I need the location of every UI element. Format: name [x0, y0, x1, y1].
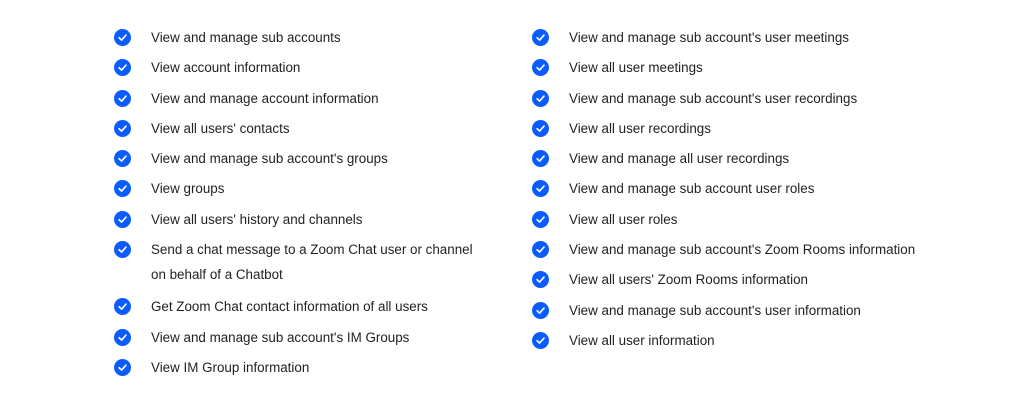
- permission-label: View and manage sub account user roles: [569, 181, 815, 197]
- permissions-list-right: View and manage sub account's user meeti…: [532, 28, 1002, 361]
- permission-label: View and manage sub accounts: [151, 30, 341, 45]
- list-item: Get Zoom Chat contact information of all…: [114, 297, 494, 317]
- check-circle-icon: [532, 241, 549, 259]
- list-item: View and manage sub account's user meeti…: [532, 28, 1002, 48]
- list-item: View all users' history and channels: [114, 210, 494, 230]
- list-item: View and manage sub account's user infor…: [532, 301, 1002, 321]
- list-item: View groups: [114, 179, 494, 199]
- check-circle-icon: [114, 210, 131, 228]
- permission-label: View and manage sub account's Zoom Rooms…: [569, 242, 916, 258]
- permission-label: View and manage all user recordings: [569, 151, 790, 167]
- list-item: View IM Group information: [114, 358, 494, 378]
- check-circle-icon: [114, 358, 131, 376]
- list-item: View and manage sub account's groups: [114, 149, 494, 169]
- list-item: View all users' Zoom Rooms information: [532, 270, 1002, 290]
- check-circle-icon: [532, 119, 549, 137]
- permission-label: Send a chat message to a Zoom Chat user …: [151, 242, 473, 283]
- check-circle-icon: [114, 59, 131, 77]
- check-circle-icon: [114, 328, 131, 346]
- check-circle-icon: [532, 29, 549, 46]
- check-circle-icon: [532, 271, 549, 289]
- permission-label: View all user meetings: [569, 60, 703, 76]
- list-item: View and manage sub account user roles: [532, 179, 1002, 199]
- list-item: View and manage sub account's user recor…: [532, 89, 1002, 109]
- check-circle-icon: [532, 180, 549, 198]
- check-circle-icon: [532, 331, 549, 349]
- permission-label: View and manage sub account's user infor…: [569, 302, 861, 318]
- permission-label: View all users' Zoom Rooms information: [569, 272, 808, 288]
- permission-label: Get Zoom Chat contact information of all…: [151, 299, 428, 315]
- permission-label: View IM Group information: [151, 359, 310, 375]
- list-item: View and manage all user recordings: [532, 149, 1002, 169]
- list-item: View all user roles: [532, 210, 1002, 230]
- check-circle-icon: [532, 150, 549, 168]
- check-circle-icon: [114, 150, 131, 168]
- list-item: View and manage sub account's Zoom Rooms…: [532, 240, 1002, 260]
- permission-label: View all user information: [569, 332, 715, 348]
- check-circle-icon: [532, 301, 549, 319]
- list-item: View and manage sub account's IM Groups: [114, 328, 494, 348]
- list-item: View and manage account information: [114, 89, 494, 109]
- list-item: Send a chat message to a Zoom Chat user …: [114, 240, 494, 287]
- check-circle-icon: [114, 298, 131, 316]
- permission-label: View and manage sub account's user meeti…: [569, 30, 849, 45]
- permission-label: View and manage sub account's IM Groups: [151, 329, 410, 345]
- check-circle-icon: [114, 89, 131, 107]
- list-item: View and manage sub accounts: [114, 28, 494, 48]
- check-circle-icon: [114, 180, 131, 198]
- permission-label: View and manage sub account's groups: [151, 151, 388, 167]
- permission-label: View groups: [151, 181, 225, 197]
- permission-label: View all users' history and channels: [151, 211, 363, 227]
- check-circle-icon: [532, 89, 549, 107]
- list-item: View all user information: [532, 331, 1002, 351]
- check-circle-icon: [532, 210, 549, 228]
- permission-label: View and manage sub account's user recor…: [569, 90, 858, 106]
- permission-label: View all user recordings: [569, 120, 711, 136]
- list-item: View all users' contacts: [114, 119, 494, 139]
- list-item: View all user meetings: [532, 58, 1002, 78]
- list-item: View account information: [114, 58, 494, 78]
- check-circle-icon: [532, 59, 549, 77]
- permission-label: View account information: [151, 60, 301, 76]
- check-circle-icon: [114, 119, 131, 137]
- permissions-list-left: View and manage sub accounts View accoun…: [114, 28, 494, 388]
- check-circle-icon: [114, 29, 131, 46]
- permission-label: View all users' contacts: [151, 120, 290, 136]
- permission-label: View all user roles: [569, 211, 678, 227]
- permission-label: View and manage account information: [151, 90, 379, 106]
- list-item: View all user recordings: [532, 119, 1002, 139]
- check-circle-icon: [114, 241, 131, 259]
